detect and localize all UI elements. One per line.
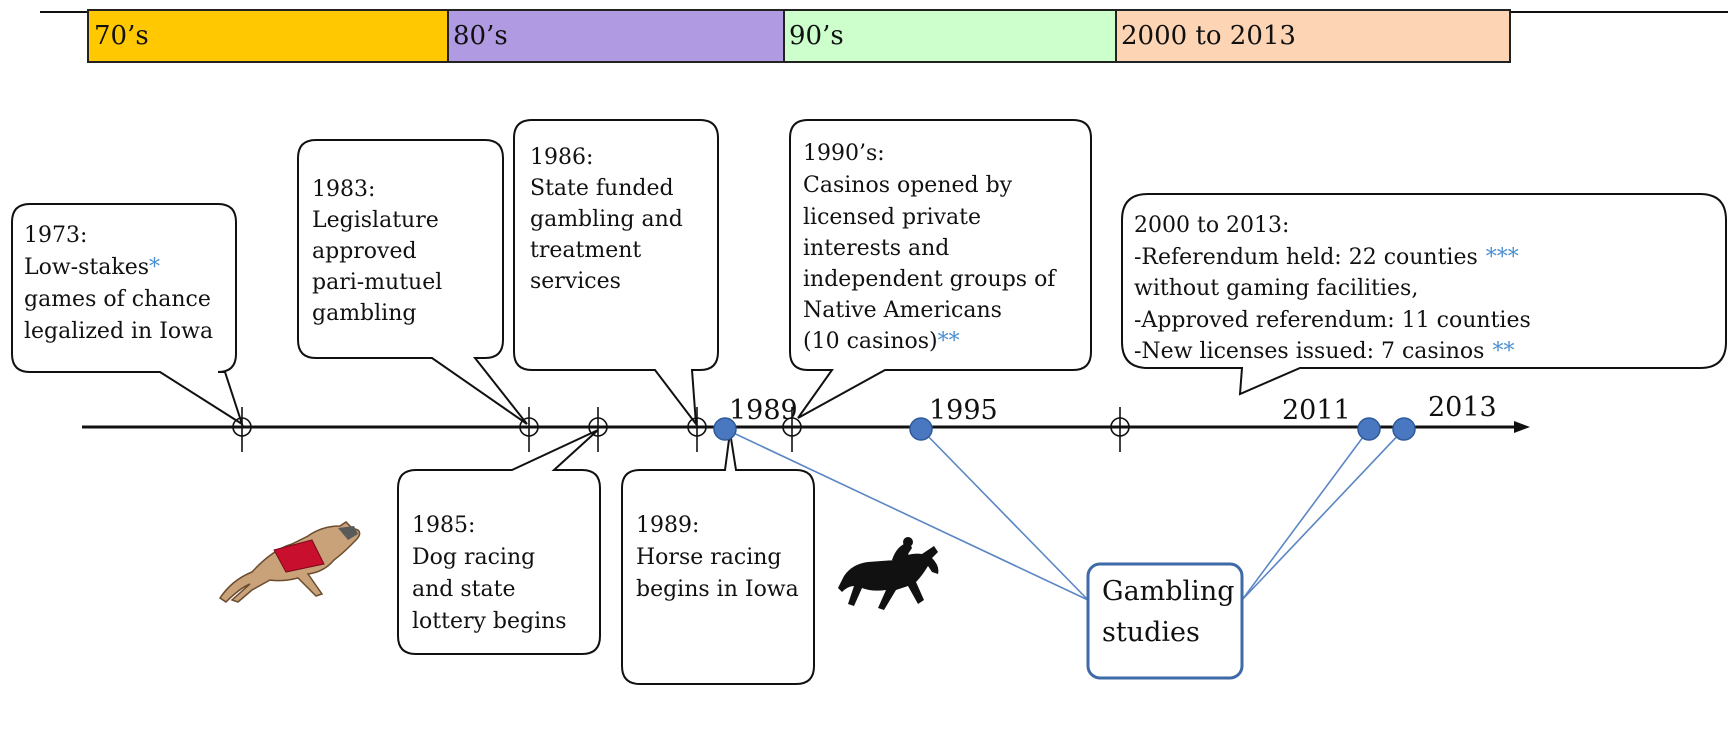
event-1990s-text: 1990’s: Casinos opened by licensed priva… bbox=[803, 141, 1062, 354]
era-90s-label: 90’s bbox=[789, 21, 844, 51]
event-2000-2013-text: 2000 to 2013: -Referendum held: 22 count… bbox=[1134, 213, 1538, 364]
callout-1986 bbox=[513, 119, 719, 428]
timeline-arrowhead bbox=[1514, 421, 1530, 433]
callout-shapes bbox=[11, 119, 1727, 685]
era-bar: 70’s 80’s 90’s 2000 to 2013 bbox=[87, 9, 1511, 63]
era-80s-label: 80’s bbox=[453, 21, 508, 51]
marker-1986 bbox=[687, 407, 707, 452]
callout-1985 bbox=[397, 429, 601, 655]
year-label-2013: 2013 bbox=[1428, 392, 1497, 423]
event-1985-text: 1985: Dog racing and state lottery begin… bbox=[412, 513, 567, 634]
year-label-2011: 2011 bbox=[1282, 395, 1351, 426]
marker-2000 bbox=[1110, 407, 1130, 452]
event-1973-text: 1973: Low-stakes* games of chance legali… bbox=[24, 223, 218, 344]
marker-1990 bbox=[782, 407, 802, 452]
marker-1973 bbox=[232, 407, 252, 452]
era-2000s-block bbox=[1115, 9, 1511, 63]
era-2000s-label: 2000 to 2013 bbox=[1121, 21, 1296, 51]
year-label-1989: 1989 bbox=[729, 395, 798, 426]
callout-2000-2013 bbox=[1121, 193, 1727, 396]
gambling-studies-box bbox=[1086, 562, 1244, 680]
callout-1990s bbox=[789, 119, 1092, 419]
gambling-studies-label: Gambling studies bbox=[1102, 576, 1243, 648]
era-70s-label: 70’s bbox=[94, 21, 149, 51]
study-marker-2013 bbox=[1392, 417, 1416, 441]
callout-1989 bbox=[621, 431, 815, 685]
study-connector-lines bbox=[724, 428, 1405, 601]
connector-1989 bbox=[724, 428, 1089, 601]
marker-1983 bbox=[519, 407, 539, 452]
event-1983-text: 1983: Legislature approved pari-mutuel g… bbox=[312, 177, 449, 326]
study-marker-1989 bbox=[713, 417, 737, 441]
marker-1985 bbox=[588, 407, 608, 452]
study-markers bbox=[713, 417, 1416, 441]
connector-1995 bbox=[920, 428, 1089, 601]
era-90s-block bbox=[783, 9, 1117, 63]
callout-texts: 1973: Low-stakes* games of chance legali… bbox=[24, 141, 1538, 634]
greyhound-icon bbox=[218, 521, 361, 603]
event-markers bbox=[232, 407, 1130, 452]
connector-2011 bbox=[1241, 428, 1370, 601]
callout-1973 bbox=[11, 203, 244, 427]
study-marker-2011 bbox=[1357, 417, 1381, 441]
callout-1983 bbox=[297, 139, 528, 425]
connector-2013 bbox=[1241, 428, 1405, 601]
event-1989-text: 1989: Horse racing begins in Iowa bbox=[636, 513, 799, 602]
era-80s-block bbox=[447, 9, 785, 63]
horse-jockey-icon bbox=[838, 537, 939, 610]
year-label-1995: 1995 bbox=[929, 395, 998, 426]
event-1986-text: 1986: State funded gambling and treatmen… bbox=[530, 145, 690, 294]
study-marker-1995 bbox=[909, 417, 933, 441]
